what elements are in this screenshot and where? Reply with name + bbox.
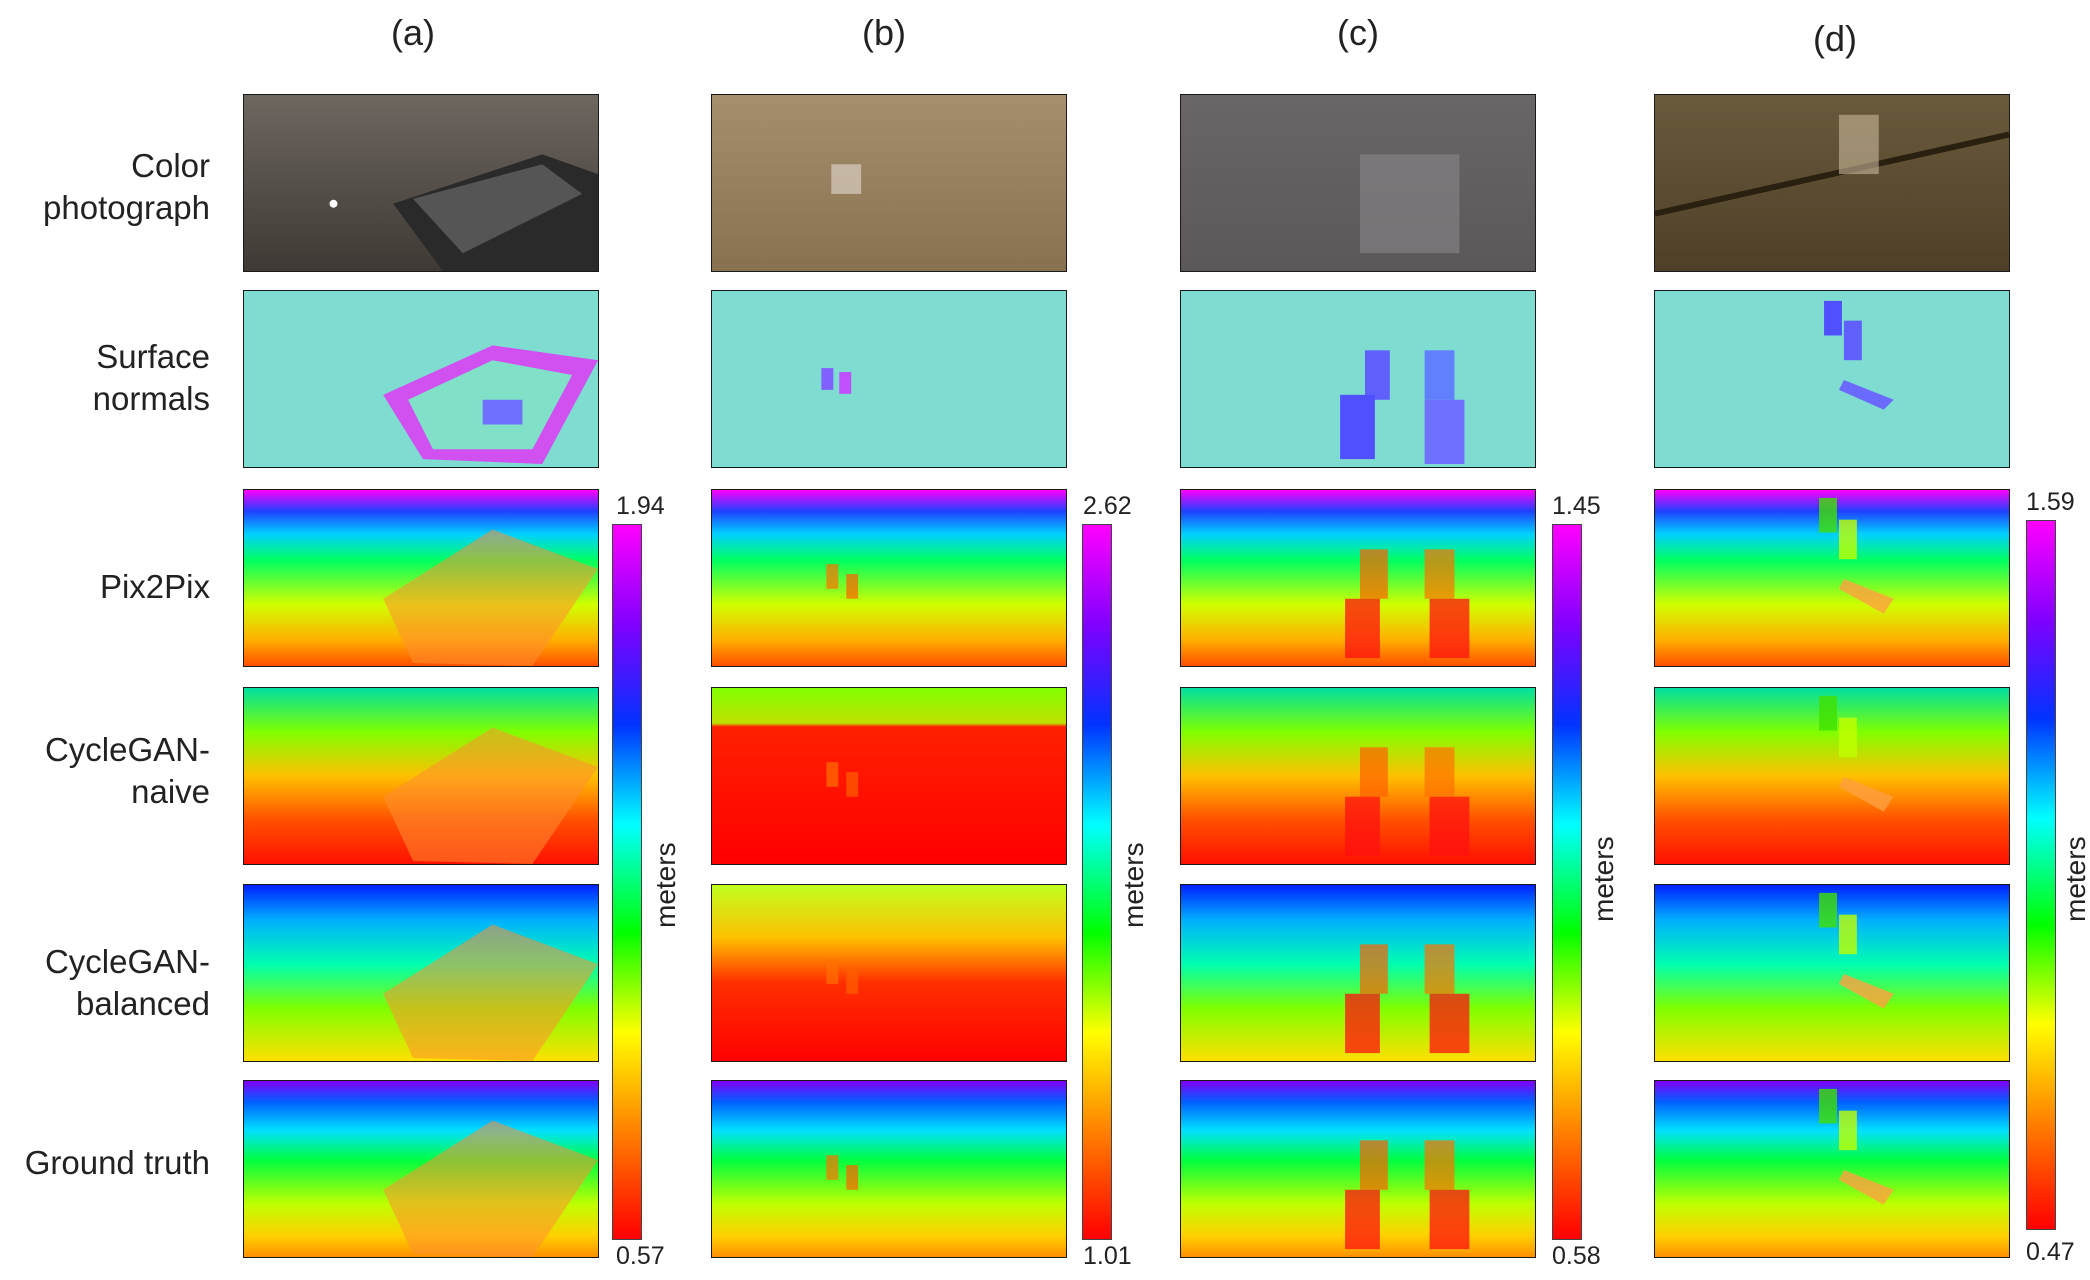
row-label-pix2pix: Pix2Pix xyxy=(99,568,210,605)
row-label-ground-truth: Ground truth xyxy=(24,1144,210,1181)
tile-cyclegan-naive-a xyxy=(243,687,599,865)
tile-surface-normals-c xyxy=(1180,290,1536,468)
tile-pix2pix-c xyxy=(1180,489,1536,667)
tile-pix2pix-d xyxy=(1654,489,2010,667)
colorbar-min-d: 0.47 xyxy=(2026,1238,2075,1266)
tile-cyclegan-balanced-b xyxy=(711,884,1067,1062)
tile-surface-normals-b xyxy=(711,290,1067,468)
tile-cyclegan-balanced-d xyxy=(1654,884,2010,1062)
tile-color-photograph-b xyxy=(711,94,1067,272)
tile-cyclegan-naive-c xyxy=(1180,687,1536,865)
column-label-d: (d) xyxy=(1813,18,1857,59)
tile-cyclegan-naive-b xyxy=(711,687,1067,865)
tile-color-photograph-a xyxy=(243,94,599,272)
colorbar-max-d: 1.59 xyxy=(2026,488,2075,516)
colorbar-min-c: 0.58 xyxy=(1552,1242,1601,1270)
tile-cyclegan-balanced-a xyxy=(243,884,599,1062)
colorbar-max-c: 1.45 xyxy=(1552,492,1601,520)
tile-surface-normals-d xyxy=(1654,290,2010,468)
colorbar-max-a: 1.94 xyxy=(616,492,665,520)
row-label-cyclegan-naive: CycleGAN-naive xyxy=(44,731,210,810)
colorbar-min-a: 0.57 xyxy=(616,1242,665,1270)
colorbar-unit-b: meters xyxy=(1118,842,1149,928)
colorbar-c xyxy=(1552,524,1582,1240)
colorbar-min-b: 1.01 xyxy=(1083,1242,1132,1270)
colorbar-unit-c: meters xyxy=(1588,836,1619,922)
colorbar-unit-d: meters xyxy=(2060,836,2090,922)
colorbar-b xyxy=(1082,524,1112,1240)
column-label-a: (a) xyxy=(391,12,435,53)
tile-ground-truth-c xyxy=(1180,1080,1536,1258)
colorbar-max-b: 2.62 xyxy=(1083,492,1132,520)
tile-ground-truth-b xyxy=(711,1080,1067,1258)
row-label-cyclegan-balanced: CycleGAN-balanced xyxy=(44,943,210,1022)
tile-cyclegan-naive-d xyxy=(1654,687,2010,865)
tile-color-photograph-c xyxy=(1180,94,1536,272)
tile-pix2pix-b xyxy=(711,489,1067,667)
tile-cyclegan-balanced-c xyxy=(1180,884,1536,1062)
tile-ground-truth-a xyxy=(243,1080,599,1258)
tile-pix2pix-a xyxy=(243,489,599,667)
tile-color-photograph-d xyxy=(1654,94,2010,272)
colorbar-unit-a: meters xyxy=(650,842,681,928)
tile-ground-truth-d xyxy=(1654,1080,2010,1258)
column-label-c: (c) xyxy=(1337,12,1379,53)
colorbar-a xyxy=(612,524,642,1240)
column-label-b: (b) xyxy=(862,12,906,53)
tile-surface-normals-a xyxy=(243,290,599,468)
colorbar-d xyxy=(2026,520,2056,1230)
